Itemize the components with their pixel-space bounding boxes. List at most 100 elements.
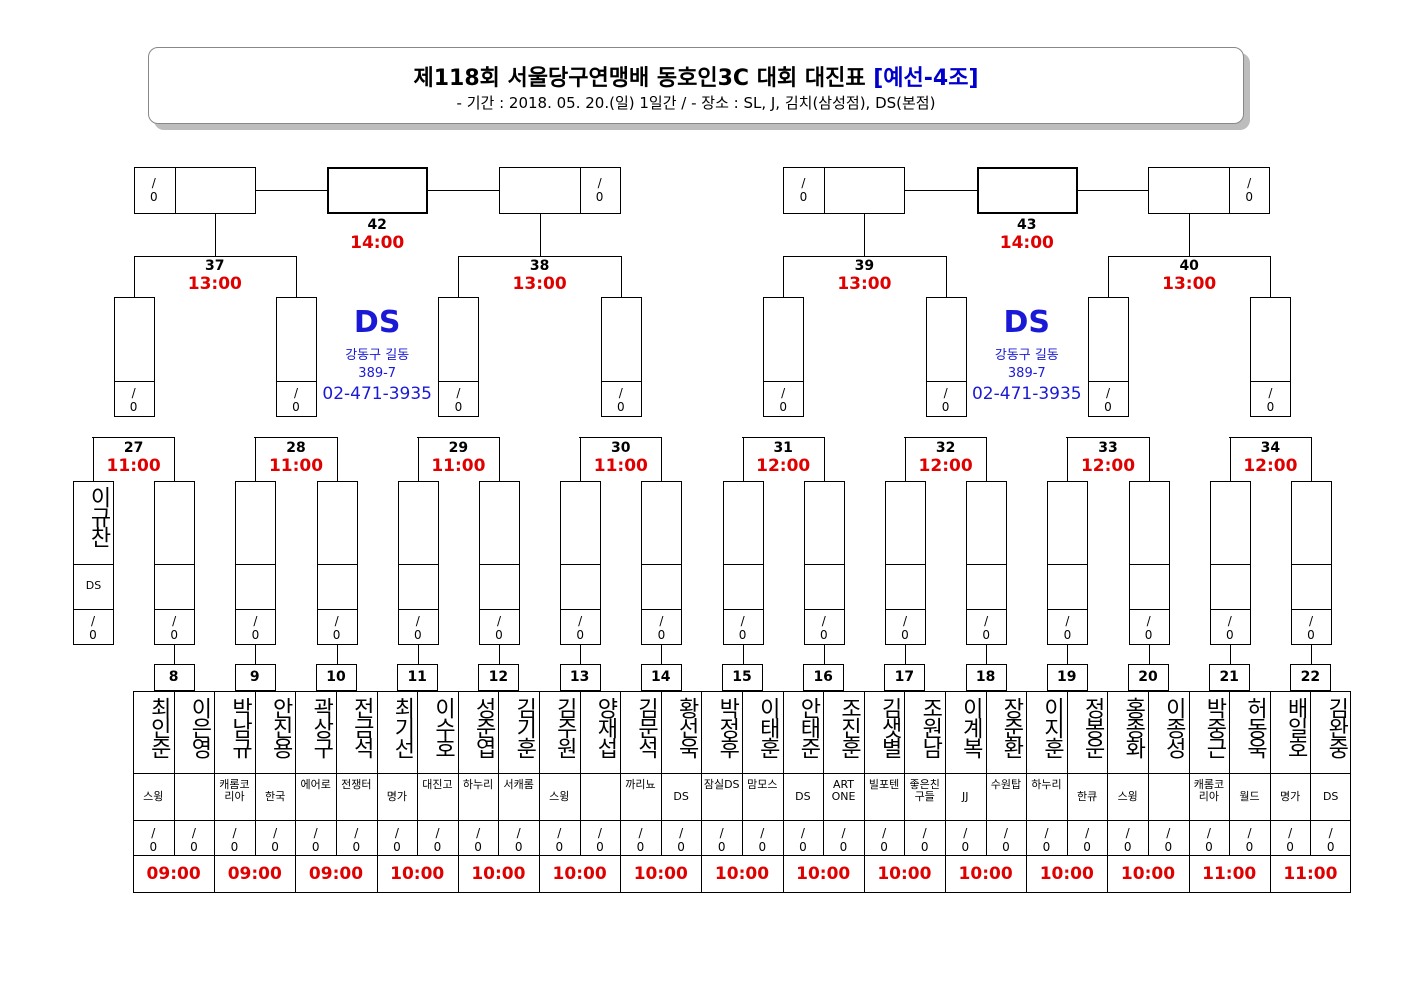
match-number-box xyxy=(153,664,195,691)
match-number: 37 xyxy=(205,258,225,274)
match-number-box xyxy=(722,664,763,691)
connector-line xyxy=(823,645,825,664)
entry-box xyxy=(885,481,926,645)
score-slot: /0 xyxy=(1266,386,1275,414)
club-name: 명가 xyxy=(386,790,408,803)
connector-line xyxy=(458,256,621,257)
box-divider xyxy=(1229,167,1231,214)
connector-line xyxy=(296,256,297,297)
connector-line xyxy=(458,256,460,297)
score-slot: /0 xyxy=(1042,826,1051,854)
box-divider xyxy=(600,381,642,382)
score-slot: /0 xyxy=(251,614,260,642)
match-time: 10:00 xyxy=(796,864,851,884)
player-name: 박남규 xyxy=(227,697,253,757)
match-time: 11:00 xyxy=(1202,864,1257,884)
entry-box xyxy=(966,481,1008,645)
box-divider xyxy=(763,381,805,382)
match-number: 39 xyxy=(854,258,875,274)
box-divider xyxy=(803,564,845,565)
entry-box xyxy=(803,481,845,645)
box-divider xyxy=(174,167,176,214)
match-number: 28 xyxy=(286,440,306,456)
player-name: 박중근 xyxy=(1201,697,1227,757)
score-slot: /0 xyxy=(901,614,909,642)
connector-line xyxy=(1066,437,1150,438)
table-divider xyxy=(1269,691,1271,893)
connector-line xyxy=(580,645,582,664)
title-sub: [예선-4조] xyxy=(873,66,979,91)
winner-box xyxy=(763,297,805,417)
connector-line xyxy=(93,437,94,481)
table-divider xyxy=(945,691,946,893)
score-slot: /0 xyxy=(129,386,138,414)
box-divider xyxy=(479,609,520,610)
connector-line xyxy=(904,437,988,438)
score-slot: /0 xyxy=(1104,386,1112,414)
club-name: 대진고 xyxy=(422,778,453,791)
box-divider xyxy=(885,564,926,565)
score-slot: /0 xyxy=(1083,826,1091,854)
player-name: 허동욱 xyxy=(1242,697,1268,757)
semi-winner-box xyxy=(498,167,621,214)
connector-line xyxy=(986,437,988,481)
connector-line xyxy=(174,645,176,664)
score-slot: /0 xyxy=(555,826,564,854)
table-divider xyxy=(376,691,378,893)
venue-address: 강동구 길동 xyxy=(994,348,1059,363)
player-name: 이계복 xyxy=(958,697,984,757)
match-number: 22 xyxy=(1300,669,1321,685)
club-name: 월드 xyxy=(1239,790,1260,803)
connector-line xyxy=(336,645,338,664)
title-main: 제118회 서울당구연맹배 동호인3C 대회 대진표 xyxy=(413,66,866,91)
score-slot: /0 xyxy=(413,614,422,642)
club-name: 명가 xyxy=(1279,790,1301,803)
match-number-box xyxy=(803,664,845,691)
table-row-line xyxy=(133,773,1351,774)
winner-box xyxy=(1250,297,1292,417)
connector-line xyxy=(905,437,906,481)
table-row-line xyxy=(133,855,1351,856)
match-number: 31 xyxy=(773,440,793,456)
score-slot: /0 xyxy=(1002,826,1010,854)
player-name: 전금석 xyxy=(349,697,375,757)
title-banner: 제118회 서울당구연맹배 동호인3C 대회 대진표 [예선-4조] - 기간 … xyxy=(148,47,1244,124)
score-slot: /0 xyxy=(514,826,523,854)
score-slot: /0 xyxy=(149,176,158,204)
table-divider xyxy=(701,691,703,893)
score-slot: /0 xyxy=(880,826,888,854)
box-divider xyxy=(803,609,845,610)
player-name: 박정후 xyxy=(714,697,740,757)
match-number-box xyxy=(1046,664,1088,691)
match-number-box xyxy=(397,664,439,691)
player-name: 배일호 xyxy=(1283,697,1309,757)
player-name: 안진용 xyxy=(268,697,294,757)
score-slot: /0 xyxy=(595,176,604,204)
connector-line xyxy=(1077,190,1149,191)
connector-line xyxy=(864,214,866,256)
score-slot: /0 xyxy=(271,826,279,854)
box-divider xyxy=(154,609,196,610)
connector-line xyxy=(905,190,977,191)
connector-line xyxy=(417,645,419,664)
winner-box xyxy=(438,297,480,417)
box-divider xyxy=(560,564,602,565)
winner-box xyxy=(925,297,967,417)
score-slot: /0 xyxy=(170,614,178,642)
entry-box xyxy=(1291,481,1332,645)
connector-line xyxy=(742,437,744,481)
score-slot: /0 xyxy=(1144,614,1153,642)
box-divider xyxy=(438,381,480,382)
entry-box xyxy=(641,481,683,645)
table-divider xyxy=(863,691,865,893)
table-row-line xyxy=(133,820,1351,821)
table-divider xyxy=(782,691,784,893)
match-number: 12 xyxy=(488,669,509,685)
box-divider xyxy=(1047,564,1089,565)
connector-line xyxy=(783,256,946,257)
connector-line xyxy=(741,437,825,438)
entry-box xyxy=(397,481,439,645)
connector-line xyxy=(580,437,582,481)
player-name: 이수호 xyxy=(430,697,456,757)
match-time: 11:00 xyxy=(431,456,486,476)
